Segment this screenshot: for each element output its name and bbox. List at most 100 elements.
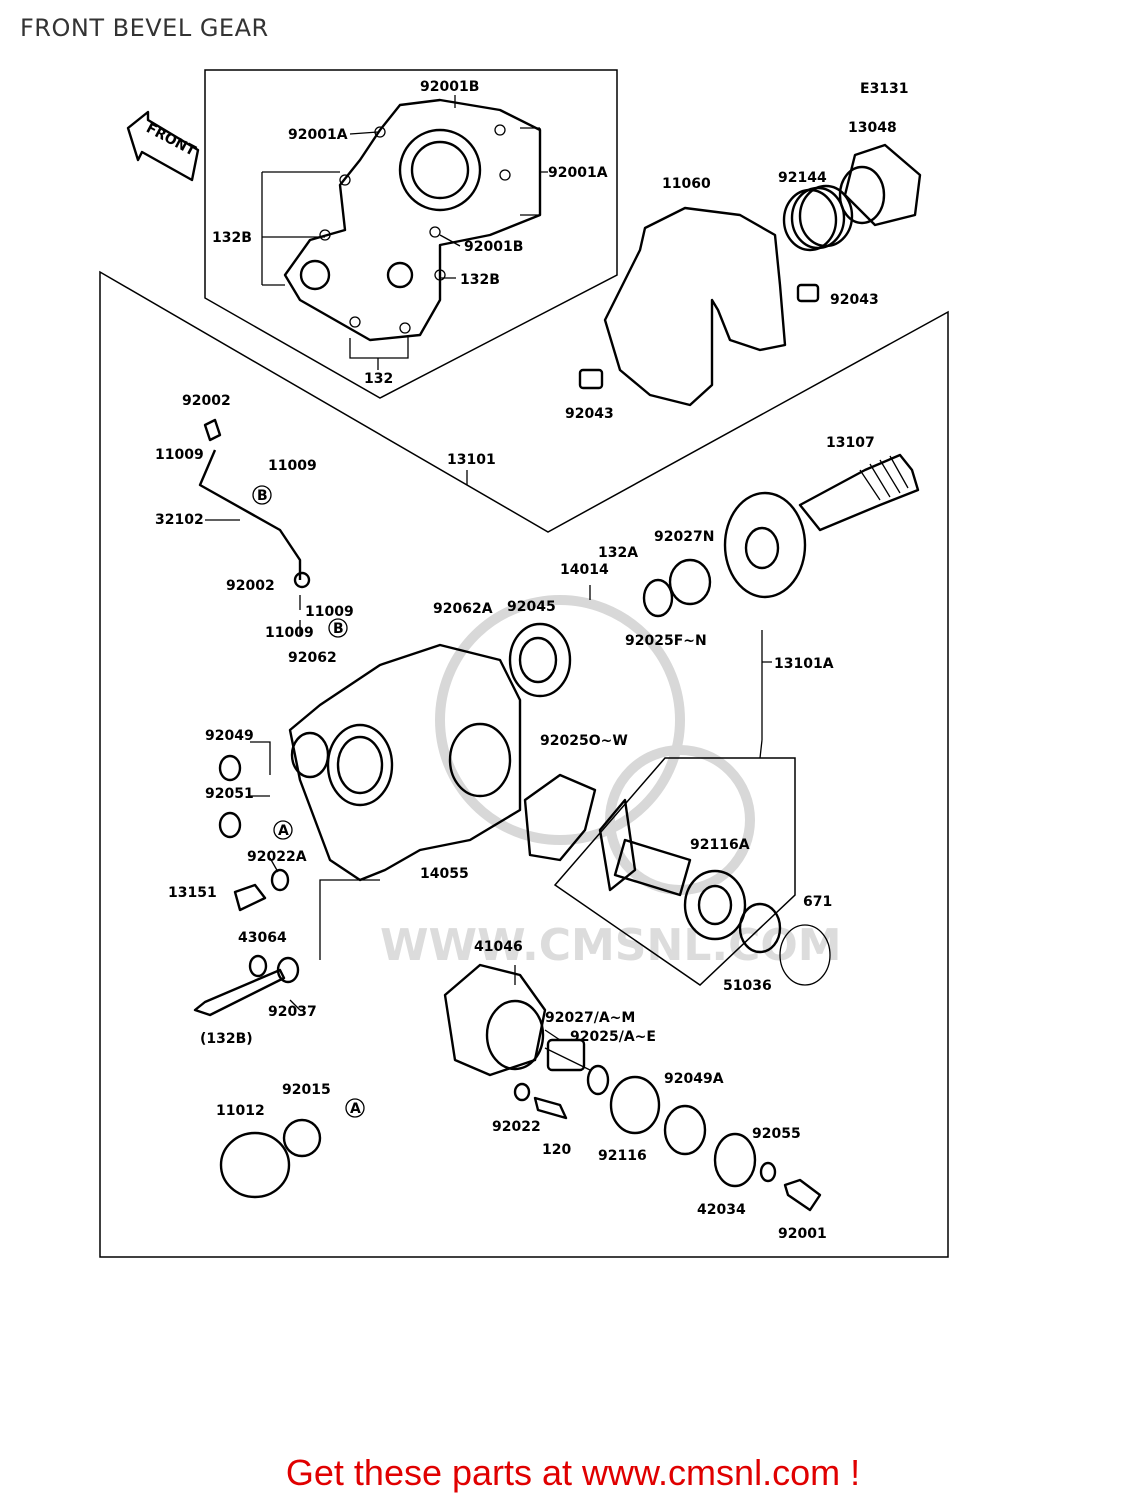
pinion-gear <box>598 798 692 897</box>
dowel-92043-left <box>578 368 604 390</box>
label-92027N: 92027N <box>654 529 714 545</box>
callout-b-2: B <box>328 618 348 638</box>
pipe-fitting <box>293 571 311 589</box>
washer-92022 <box>513 1082 531 1102</box>
label-92001A-right: 92001A <box>548 165 608 181</box>
label-92001B-top: 92001B <box>420 79 479 95</box>
page-title: FRONT BEVEL GEAR <box>20 14 269 42</box>
label-92027-A-M: 92027/A~M <box>545 1010 635 1026</box>
svg-text:A: A <box>350 1101 361 1117</box>
bolt-92002-top <box>203 418 222 442</box>
label-51036: 51036 <box>723 978 772 994</box>
front-arrow-label: FRONT <box>143 120 198 159</box>
parts-shop-link[interactable]: Get these parts at www.cmsnl.com ! <box>285 1452 861 1493</box>
inset-frame-gear <box>553 757 796 986</box>
diagram-code: E3131 <box>860 81 909 97</box>
label-92043-left: 92043 <box>565 406 614 422</box>
spring-92144 <box>782 184 854 252</box>
label-92116: 92116 <box>598 1148 647 1164</box>
label-92002-top: 92002 <box>182 393 231 409</box>
label-13151: 13151 <box>168 885 217 901</box>
front-arrow: FRONT <box>126 110 200 182</box>
callout-a-1: A <box>273 820 293 840</box>
label-92062A: 92062A <box>433 601 493 617</box>
label-92002-mid: 92002 <box>226 578 275 594</box>
label-13101: 13101 <box>447 452 496 468</box>
nut-92015 <box>282 1118 322 1158</box>
gasket-cover <box>283 98 542 342</box>
bolt-120 <box>533 1096 568 1120</box>
label-132B-paren: (132B) <box>200 1031 253 1047</box>
label-92045: 92045 <box>507 599 556 615</box>
shaft-13107 <box>798 453 920 532</box>
cap-11012 <box>219 1131 291 1199</box>
oil-pipe-32102 <box>198 449 302 580</box>
label-132A: 132A <box>598 545 638 561</box>
watermark-text: WWW.CMSNL.COM <box>380 920 842 971</box>
label-92043-right: 92043 <box>830 292 879 308</box>
plug-92022A <box>270 868 290 892</box>
label-92049: 92049 <box>205 728 254 744</box>
shim-51036 <box>738 902 782 954</box>
label-11009-b: 11009 <box>268 458 317 474</box>
label-42034: 42034 <box>697 1202 746 1218</box>
seal-92051 <box>218 811 242 839</box>
label-132B-left: 132B <box>212 230 252 246</box>
label-92001A-left: 92001A <box>288 127 348 143</box>
label-14014: 14014 <box>560 562 609 578</box>
label-132: 132 <box>364 371 393 387</box>
callout-b-1: B <box>252 485 272 505</box>
bearing-92049 <box>218 754 242 782</box>
gasket-11060 <box>603 206 787 407</box>
housing-41046 <box>443 963 547 1077</box>
dowel-92043-right <box>796 283 820 303</box>
housing-14055 <box>288 643 522 882</box>
leader-lines-top <box>261 95 548 370</box>
label-43064: 43064 <box>238 930 287 946</box>
clamp-43064 <box>248 954 268 978</box>
label-92025O-W: 92025O~W <box>540 733 628 749</box>
label-13107: 13107 <box>826 435 875 451</box>
switch-13151 <box>233 883 267 912</box>
bearing-92027N <box>668 558 712 606</box>
label-92001B-mid: 92001B <box>464 239 523 255</box>
svg-text:B: B <box>257 488 268 504</box>
inset-frame-gasket <box>204 69 618 399</box>
label-92144: 92144 <box>778 170 827 186</box>
label-14055: 14055 <box>420 866 469 882</box>
washer-92037 <box>276 956 300 984</box>
label-120: 120 <box>542 1142 571 1158</box>
label-92051: 92051 <box>205 786 254 802</box>
label-671: 671 <box>803 894 832 910</box>
callout-a-2: A <box>345 1098 365 1118</box>
shim-92025O <box>523 773 597 862</box>
bearing-92045 <box>508 622 572 698</box>
label-132B-right: 132B <box>460 272 500 288</box>
label-13048: 13048 <box>848 120 897 136</box>
bolt-132B <box>193 968 286 1017</box>
shim-92025 <box>586 1064 610 1096</box>
label-13101A: 13101A <box>774 656 834 672</box>
label-11009-a: 11009 <box>155 447 204 463</box>
gear-13101 <box>723 491 807 599</box>
washer-92055 <box>759 1161 777 1183</box>
leader-lines-main <box>205 470 772 1071</box>
label-11009-c: 11009 <box>305 604 354 620</box>
oring-671 <box>779 924 831 986</box>
label-11012: 11012 <box>216 1103 265 1119</box>
label-11009-d: 11009 <box>265 625 314 641</box>
label-41046: 41046 <box>474 939 523 955</box>
label-92001: 92001 <box>778 1226 827 1242</box>
label-92015: 92015 <box>282 1082 331 1098</box>
label-92022A: 92022A <box>247 849 307 865</box>
label-32102: 32102 <box>155 512 204 528</box>
label-92055: 92055 <box>752 1126 801 1142</box>
bearing-92116 <box>609 1075 661 1135</box>
label-92049A: 92049A <box>664 1071 724 1087</box>
bearing-92049A <box>663 1104 707 1156</box>
bearing-92116A <box>683 869 747 941</box>
svg-text:A: A <box>278 823 289 839</box>
gear-42034 <box>713 1132 757 1188</box>
label-92025F-N: 92025F~N <box>625 633 707 649</box>
